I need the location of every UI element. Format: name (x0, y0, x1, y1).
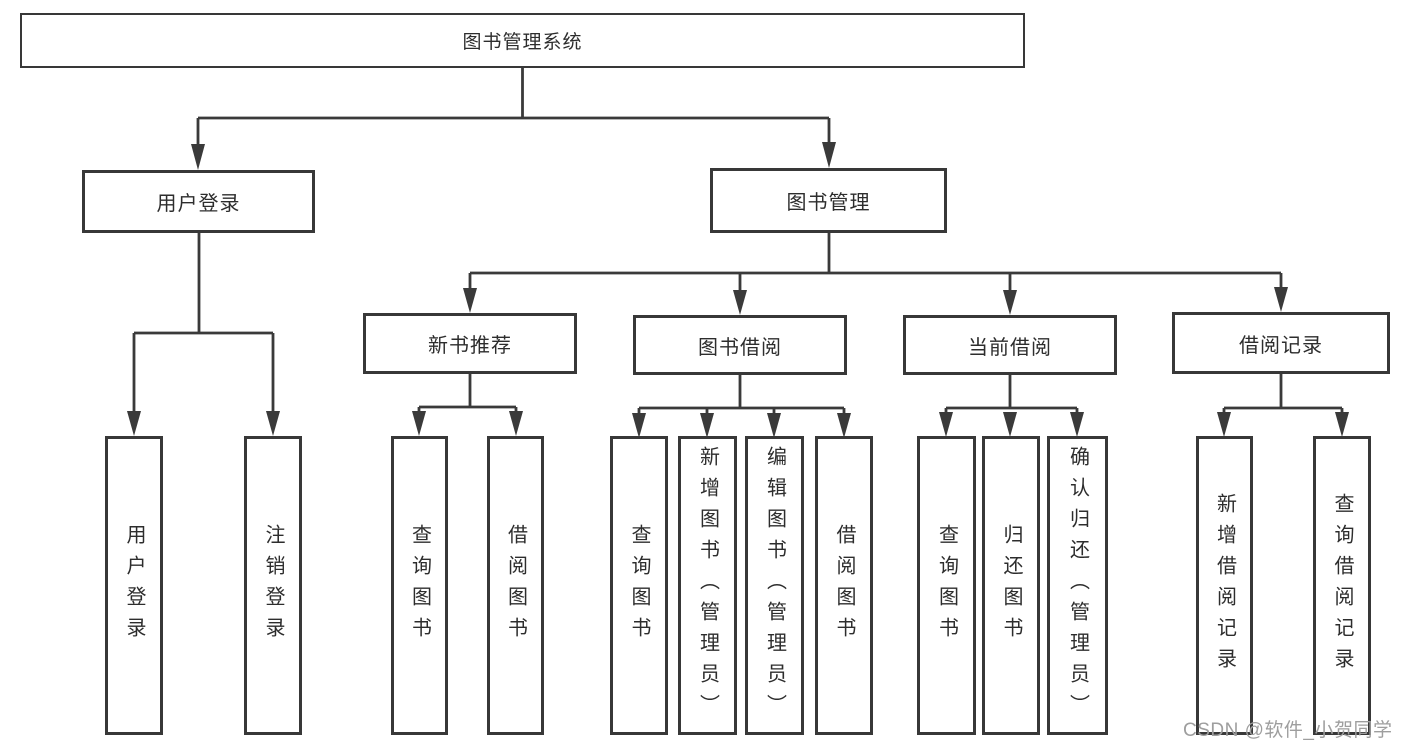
leaf-borrow-books: 借阅图书 (815, 436, 873, 735)
node-label: 新增图书（管理员） (696, 446, 719, 725)
node-label: 查询图书 (935, 523, 958, 648)
node-label: 图书管理 (786, 192, 871, 214)
node-label: 新增借阅记录 (1213, 492, 1236, 679)
node-label: 用户登录 (156, 193, 241, 215)
leaf-query-borrow-record: 查询借阅记录 (1313, 436, 1371, 735)
node-label: 查询借阅记录 (1331, 492, 1353, 679)
node-borrow-records: 借阅记录 (1172, 312, 1390, 374)
node-label: 借阅图书 (833, 523, 855, 648)
node-label: 借阅记录 (1239, 334, 1323, 357)
node-label: 新书推荐 (428, 335, 512, 357)
node-book-borrow: 图书借阅 (633, 315, 847, 375)
node-label: 图书管理系统 (462, 32, 583, 53)
node-root-system: 图书管理系统 (20, 13, 1025, 68)
leaf-confirm-return-admin: 确认归还（管理员） (1047, 436, 1108, 735)
node-label: 归还图书 (1000, 523, 1022, 648)
connector-paths (132, 68, 1344, 416)
node-new-book-recommend: 新书推荐 (363, 313, 577, 374)
node-current-borrow: 当前借阅 (903, 315, 1117, 375)
node-label: 注销登录 (262, 523, 284, 648)
leaf-borrow-books-recommend: 借阅图书 (487, 436, 544, 735)
leaf-user-login: 用户登录 (105, 436, 163, 735)
node-user-login: 用户登录 (82, 170, 315, 233)
leaf-query-books-current: 查询图书 (917, 436, 976, 735)
node-book-management: 图书管理 (710, 168, 947, 233)
arrowhead-icons (127, 142, 1349, 438)
node-label: 用户登录 (123, 523, 145, 648)
node-label: 确认归还（管理员） (1066, 446, 1089, 725)
node-label: 图书借阅 (698, 336, 782, 359)
node-label: 查询图书 (408, 523, 431, 648)
leaf-edit-book-admin: 编辑图书（管理员） (745, 436, 804, 735)
leaf-logout: 注销登录 (244, 436, 302, 735)
leaf-query-books-borrow: 查询图书 (610, 436, 668, 735)
leaf-add-borrow-record: 新增借阅记录 (1196, 436, 1253, 735)
leaf-return-book: 归还图书 (982, 436, 1040, 735)
node-label: 借阅图书 (504, 523, 527, 648)
node-label: 查询图书 (628, 523, 650, 648)
leaf-query-books-recommend: 查询图书 (391, 436, 448, 735)
node-label: 当前借阅 (968, 336, 1052, 359)
leaf-add-book-admin: 新增图书（管理员） (678, 436, 737, 735)
csdn-watermark: CSDN @软件_小贺同学 (1183, 720, 1393, 741)
node-label: 编辑图书（管理员） (763, 446, 786, 725)
